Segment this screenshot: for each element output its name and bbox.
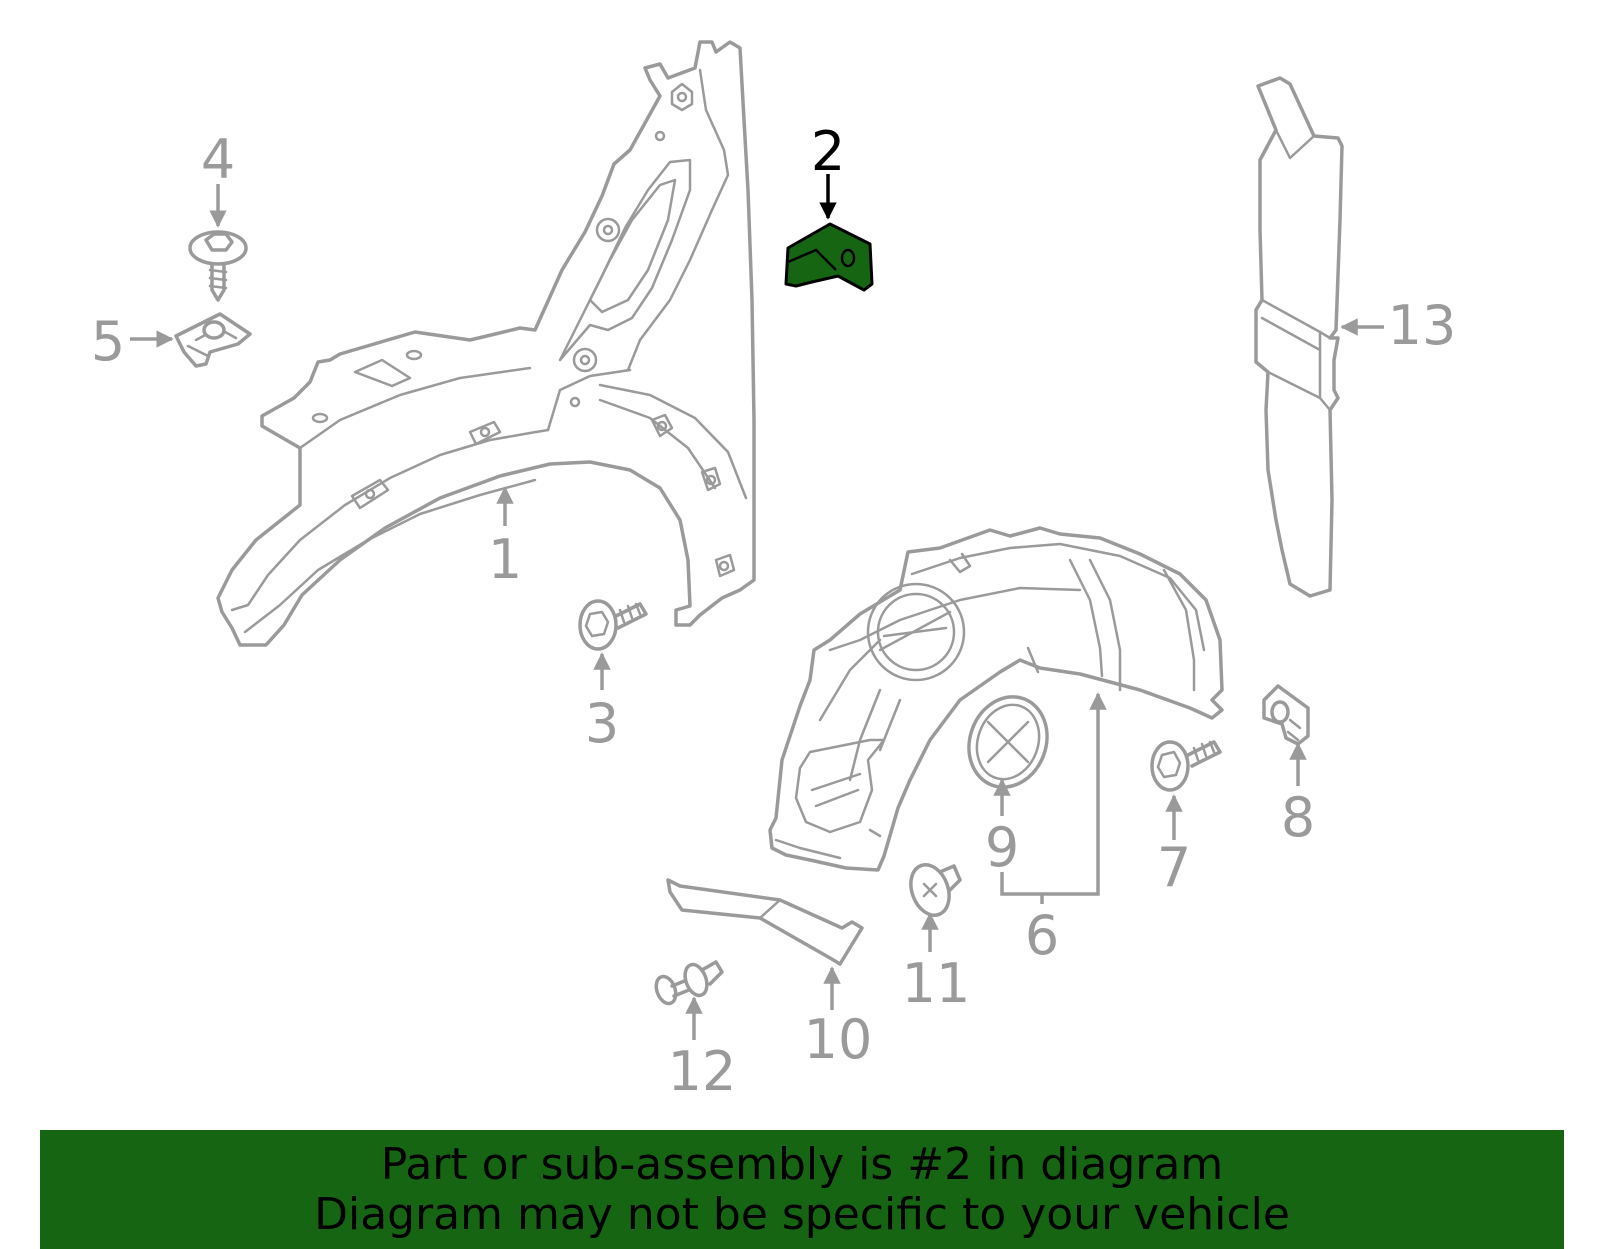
banner-line-1: Part or sub-assembly is #2 in diagram xyxy=(380,1138,1224,1190)
part-7-bolt xyxy=(1150,740,1222,792)
callout-1: 1 xyxy=(488,528,522,591)
callout-7: 7 xyxy=(1157,836,1191,899)
part-9-plug xyxy=(967,695,1049,789)
part-11-push-pin xyxy=(909,863,962,917)
info-banner: Part or sub-assembly is #2 in diagram Di… xyxy=(40,1130,1564,1249)
callout-11: 11 xyxy=(902,952,971,1015)
part-1-fender-apron xyxy=(216,40,756,647)
callout-labels: 1 2 3 4 5 6 7 8 9 10 11 12 13 xyxy=(91,120,1457,1103)
part-2-bracket[interactable] xyxy=(784,222,874,292)
callout-9: 9 xyxy=(985,816,1019,879)
part-4-screw xyxy=(188,230,248,302)
callout-10: 10 xyxy=(804,1008,873,1071)
callout-12: 12 xyxy=(668,1040,737,1103)
part-12-retainer xyxy=(654,960,724,1006)
banner-line-2: Diagram may not be specific to your vehi… xyxy=(314,1188,1290,1240)
callout-4: 4 xyxy=(201,128,235,191)
part-10-splash-strip xyxy=(666,878,864,966)
part-6-fender-liner xyxy=(768,526,1224,872)
callout-8: 8 xyxy=(1281,786,1315,849)
leader-lines xyxy=(130,174,1384,1040)
part-13-trim-panel xyxy=(1254,76,1344,598)
callout-2[interactable]: 2 xyxy=(811,120,845,183)
callout-5: 5 xyxy=(91,310,125,373)
callout-13: 13 xyxy=(1388,294,1457,357)
part-5-clip-nut xyxy=(174,312,252,368)
part-8-clip xyxy=(1262,684,1310,746)
part-3-bolt xyxy=(578,599,648,651)
callout-3: 3 xyxy=(585,692,619,755)
callout-6: 6 xyxy=(1025,904,1059,967)
